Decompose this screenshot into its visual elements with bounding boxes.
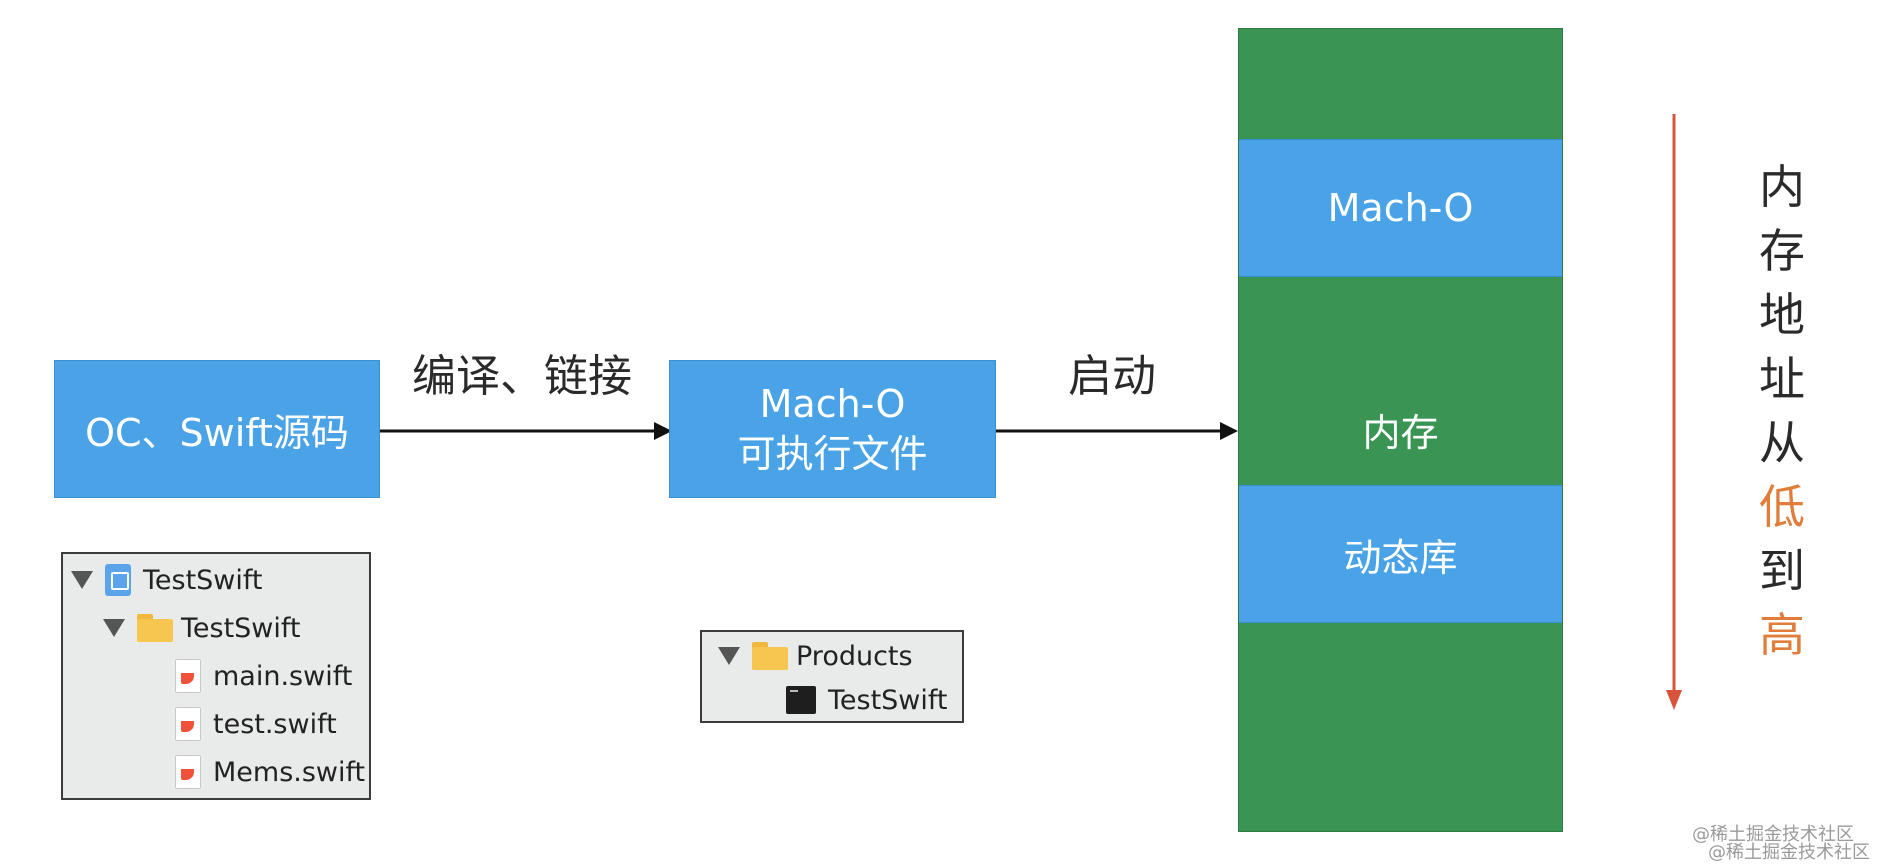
memory-macho-label: Mach-O: [1327, 186, 1474, 230]
memory-dylib-label: 动态库: [1343, 535, 1458, 580]
project-name: TestSwift: [143, 564, 263, 596]
watermark-line-1: @稀土掘金技术社区: [1692, 824, 1854, 845]
executable-icon: [786, 686, 816, 714]
memory-dylib-segment: 动态库: [1239, 485, 1562, 623]
address-char-4: 址: [1759, 352, 1805, 406]
tree-row-product[interactable]: TestSwift: [786, 680, 948, 720]
macho-title: Mach-O: [759, 382, 906, 426]
product-name: TestSwift: [828, 684, 948, 716]
disclosure-triangle-icon[interactable]: [103, 619, 125, 637]
address-direction-arrow: [1666, 114, 1682, 710]
address-char-low: 低: [1759, 480, 1805, 534]
xcode-project-icon: [105, 564, 131, 596]
address-order-text: 内 存 地 址 从 低 到 高: [1752, 160, 1812, 662]
tree-row-file[interactable]: main.swift: [175, 656, 352, 696]
tree-row-project[interactable]: TestSwift: [71, 560, 263, 600]
launch-arrow: [996, 422, 1238, 440]
folder-icon: [752, 642, 788, 670]
disclosure-triangle-icon[interactable]: [718, 647, 740, 665]
address-char-5: 从: [1759, 416, 1805, 470]
swift-file-icon: [175, 659, 201, 693]
address-char-1: 内: [1759, 160, 1805, 214]
address-char-high: 高: [1759, 608, 1805, 662]
file-name: test.swift: [213, 708, 337, 740]
swift-file-icon: [175, 707, 201, 741]
project-navigator-panel: TestSwift TestSwift main.swift test.swif…: [61, 552, 371, 800]
memory-label: 内存: [1362, 411, 1439, 455]
tree-row-group[interactable]: TestSwift: [103, 608, 301, 648]
memory-macho-segment: Mach-O: [1239, 139, 1562, 277]
tree-row-products[interactable]: Products: [718, 636, 913, 676]
memory-column: Mach-O 内存 动态库: [1238, 28, 1563, 832]
products-group-name: Products: [796, 640, 913, 672]
group-name: TestSwift: [181, 612, 301, 644]
file-name: main.swift: [213, 660, 353, 692]
source-code-label: OC、Swift源码: [85, 410, 349, 455]
tree-row-file[interactable]: test.swift: [175, 704, 337, 744]
products-navigator-panel: Products TestSwift: [700, 630, 964, 723]
address-char-3: 地: [1759, 288, 1805, 342]
address-char-7: 到: [1759, 544, 1805, 598]
disclosure-triangle-icon[interactable]: [71, 571, 93, 589]
launch-label: 启动: [1068, 351, 1156, 402]
memory-top-segment: [1239, 29, 1562, 139]
macho-executable-box: Mach-O 可执行文件: [669, 360, 996, 498]
compile-link-label: 编译、链接: [412, 351, 632, 402]
file-name: Mems.swift: [213, 756, 366, 788]
watermark-line-2: @稀土掘金技术社区: [1708, 842, 1870, 863]
macho-subtitle: 可执行文件: [737, 432, 928, 476]
memory-bottom-segment: [1239, 623, 1562, 831]
memory-middle-segment: 内存: [1239, 277, 1562, 485]
tree-row-file[interactable]: Mems.swift: [175, 752, 365, 792]
source-code-box: OC、Swift源码: [54, 360, 380, 498]
folder-icon: [137, 614, 173, 642]
swift-file-icon: [175, 755, 201, 789]
compile-arrow: [380, 422, 672, 440]
address-char-2: 存: [1759, 224, 1805, 278]
